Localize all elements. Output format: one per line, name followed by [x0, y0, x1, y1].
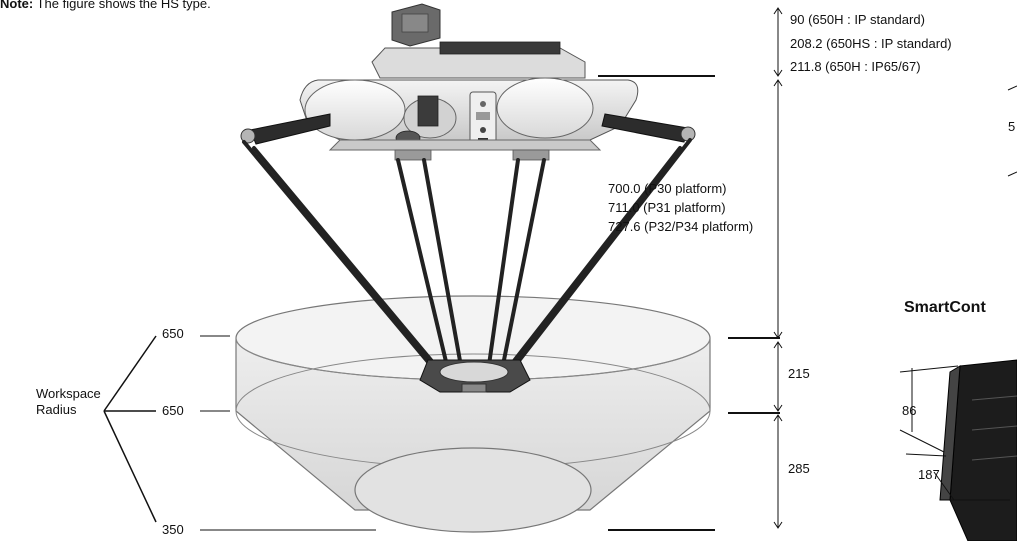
height-dim-p30: 700.0 (P30 platform)	[608, 181, 727, 196]
radius-mid: 650	[162, 403, 184, 418]
figure-note: Note: The figure shows the HS type.	[0, 0, 211, 12]
dim-215: 215	[788, 366, 810, 381]
top-dim-650hs-ip: 208.2 (650HS : IP standard)	[790, 36, 952, 51]
dim-187: 187	[918, 467, 940, 482]
radius-bottom: 350	[162, 522, 184, 537]
forearm-rods	[242, 138, 692, 374]
dim-285: 285	[788, 461, 810, 476]
radius-top: 650	[162, 326, 184, 341]
robot-base	[299, 3, 639, 161]
platform	[419, 359, 531, 393]
upper-arms	[240, 113, 696, 145]
height-dim-p32-p34: 727.6 (P32/P34 platform)	[608, 219, 754, 234]
dim-cut: 5	[1008, 119, 1016, 134]
note-text: The figure shows the HS type.	[33, 0, 211, 11]
workspace-label-1: Workspace	[36, 386, 101, 401]
height-dim-p31: 711.0 (P31 platform)	[608, 200, 726, 215]
workspace-volume	[235, 295, 711, 533]
dim-86: 86	[902, 403, 917, 418]
top-dim-650h-ip: 90 (650H : IP standard)	[790, 12, 925, 27]
note-prefix: Note:	[0, 0, 34, 11]
dimension-lines	[103, 7, 1017, 531]
workspace-label-2: Radius	[36, 402, 77, 417]
smart-controller	[899, 359, 1017, 541]
smartcontroller-title: SmartCont	[904, 299, 986, 316]
top-dim-650h-ip6567: 211.8 (650H : IP65/67)	[790, 59, 921, 74]
